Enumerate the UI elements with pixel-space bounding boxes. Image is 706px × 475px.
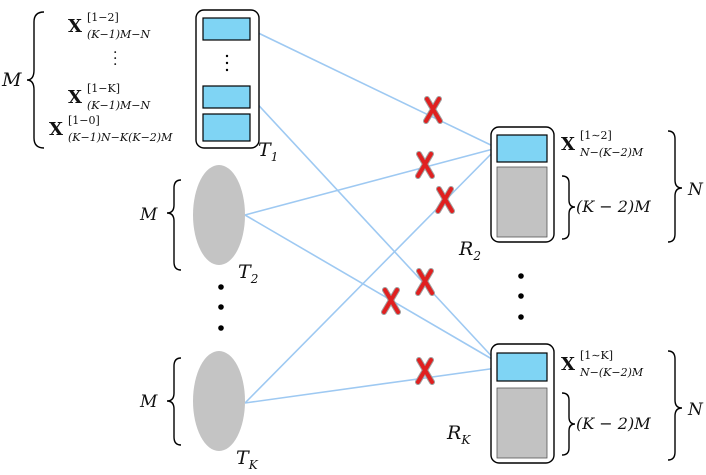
brace-label-km-r2: (K − 2)M: [576, 197, 651, 216]
r2-signal-label: X [1∼2] N−(K−2)M: [561, 129, 644, 159]
r2-interference-block: [496, 166, 548, 238]
link-tk-rk: [244, 367, 498, 404]
brace-label-m-t1: M: [2, 69, 22, 91]
link-t2-rk: [244, 214, 498, 363]
brace-km-r2: [561, 175, 576, 240]
brace-m-t1: [26, 11, 45, 149]
brace-n-r2: [667, 130, 683, 243]
brace-label-km-rk: (K − 2)M: [576, 414, 651, 433]
t1-buffer: [195, 9, 260, 149]
r2-label: R2: [459, 238, 481, 263]
brace-m-tk: [166, 357, 182, 446]
receiver-ellipsis: [518, 273, 524, 320]
tk-node: [193, 351, 245, 451]
brace-label-n-rk: N: [688, 400, 703, 420]
t1-slot-2: [202, 85, 251, 109]
links: [244, 28, 498, 404]
t1-vdots: [225, 54, 229, 72]
cross-mark-icon: [438, 189, 452, 211]
t2-node: [193, 165, 245, 265]
link-t1-r2: [249, 28, 498, 149]
cross-mark-icon: [418, 271, 432, 293]
cross-marks: [384, 99, 452, 382]
brace-label-n-r2: N: [688, 180, 703, 200]
link-t2-r2: [244, 147, 498, 216]
brace-label-m-t2: M: [140, 205, 158, 225]
brace-label-m-tk: M: [140, 392, 158, 412]
link-tk-r2: [244, 147, 498, 404]
t1-signal-vdots: ···: [113, 45, 118, 73]
transmitter-ellipsis: [218, 284, 224, 331]
tk-label: TK: [236, 447, 258, 472]
cross-mark-icon: [384, 290, 398, 312]
rk-buffer: [490, 343, 555, 464]
brace-m-t2: [166, 179, 182, 271]
brace-n-rk: [667, 350, 683, 461]
r2-buffer: [490, 126, 555, 243]
t1-label: T1: [258, 139, 279, 164]
rk-desired-slot: [496, 352, 548, 382]
braces: [26, 11, 683, 461]
brace-km-rk: [561, 392, 576, 456]
rk-signal-label: X [1∼K] N−(K−2)M: [561, 349, 644, 379]
t1-slot-1: [202, 17, 251, 41]
t1-signal-label-3: X [1−0] (K−1)N−K(K−2)M: [49, 114, 173, 144]
t1-signal-label-1: X [1−2] (K−1)M−N: [68, 11, 151, 41]
rk-label: RK: [447, 422, 471, 447]
rk-interference-block: [496, 387, 548, 459]
t2-label: T2: [238, 261, 259, 286]
r2-desired-slot: [496, 134, 548, 163]
t1-slot-3: [202, 113, 251, 142]
t1-signal-label-2: X [1−K] (K−1)M−N: [68, 82, 151, 112]
link-t1-rk: [249, 95, 498, 363]
cross-mark-icon: [418, 154, 432, 176]
